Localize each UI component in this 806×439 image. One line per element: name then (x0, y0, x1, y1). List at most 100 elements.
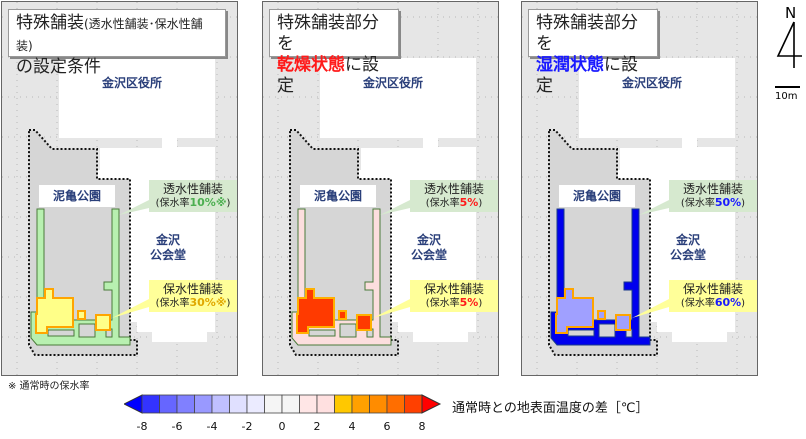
hall-label: 金沢 (417, 233, 442, 247)
callout-pointer (632, 299, 669, 318)
callout-pointer (639, 200, 669, 215)
title-suffix: に設定 (536, 55, 638, 96)
hall-label: 金沢 (156, 233, 181, 247)
retentive-name: 保水性舗装 (423, 282, 484, 296)
retentive-paving (296, 288, 335, 334)
title-line1: 特殊舗装部分を (277, 13, 379, 54)
retentive-name: 保水性舗装 (682, 282, 743, 296)
retentive-paving (35, 288, 74, 334)
color-cell (334, 394, 353, 414)
building-area (59, 58, 215, 342)
park-label: 泥亀公園 (39, 185, 115, 207)
rate-suffix: ) (226, 198, 231, 209)
callout-pointer (112, 299, 149, 318)
tick-label: -6 (171, 420, 183, 433)
retentive-name: 保水性舗装 (162, 282, 223, 296)
color-cell (159, 394, 178, 414)
office-label: 金沢区役所 (102, 76, 163, 90)
building-area (320, 58, 476, 342)
retentive-paving (555, 288, 594, 334)
color-cell (299, 394, 318, 414)
color-cell (281, 394, 300, 414)
tick-label: -4 (206, 420, 218, 433)
tick-label: -8 (136, 420, 148, 433)
permeable-callout: 透水性舗装(保水率5%) (410, 180, 498, 212)
rate-value: 10%※ (189, 196, 227, 209)
office-label: 金沢区役所 (363, 76, 424, 90)
office-label: 金沢区役所 (622, 76, 683, 90)
panel-wet: 特殊舗装部分を 湿潤状態に設定 金沢区役所泥亀公園金沢公会堂 透水性舗装 (保水率5… (521, 1, 759, 377)
tick-label: -2 (241, 420, 253, 433)
park-label: 泥亀公園 (559, 185, 635, 207)
retentive-rate: (保水率5%) (410, 296, 498, 311)
tick-label: 6 (383, 420, 391, 433)
title-state: 湿潤状態 (536, 55, 604, 75)
rate-suffix: ) (478, 298, 483, 309)
permeable-callout: 透水性舗装(保水率10%※) (149, 180, 237, 212)
color-cell (264, 394, 283, 414)
rate-value: 5% (459, 296, 479, 309)
hall-label: 金沢 (676, 233, 701, 247)
callout-pointer (119, 200, 149, 215)
panel-title: 特殊舗装部分を 湿潤状態に設定 (528, 9, 658, 96)
permeable-name: 透水性舗装 (423, 182, 484, 196)
permeable-rate: (保水率10%※) (149, 196, 237, 211)
rate-prefix: (保水率 (425, 298, 460, 309)
permeable-name: 透水性舗装 (682, 182, 743, 196)
title-state: 乾燥状態 (277, 55, 345, 75)
retentive-rate: (保水率60%) (669, 296, 757, 311)
rate-prefix: (保水率 (680, 198, 715, 209)
retentive-paving (615, 314, 631, 331)
rate-prefix: (保水率 (155, 298, 190, 309)
rate-value: 5% (459, 196, 479, 209)
title-sub: (透水性舗装･保水性舗装) (16, 17, 203, 53)
retentive-callout: 保水性舗装(保水率30%※) (149, 280, 237, 312)
color-cell (386, 394, 405, 414)
color-cell (176, 394, 195, 414)
legend-title: 通常時との地表面温度の差［℃］ (452, 401, 649, 416)
color-cell (404, 394, 423, 414)
color-cell (246, 394, 265, 414)
hall-label: 公会堂 (150, 248, 187, 262)
panel-conditions: 特殊舗装(透水性舗装･保水性舗装) の設定条件 金沢区役所泥亀公園金沢公会堂 透水… (1, 1, 239, 377)
over-arrow (421, 394, 442, 414)
rate-value: 50% (714, 196, 742, 209)
retentive-paving (356, 314, 372, 331)
building-area (579, 58, 735, 342)
title-main: 特殊舗装 (16, 13, 84, 33)
park-label: 泥亀公園 (300, 185, 376, 207)
rate-value: 60% (714, 296, 742, 309)
footnote: ※ 通常時の保水率 (8, 381, 90, 392)
tick-label: 0 (278, 420, 286, 433)
retentive-callout: 保水性舗装(保水率5%) (410, 280, 498, 312)
retentive-callout: 保水性舗装(保水率60%) (669, 280, 757, 312)
color-cell (351, 394, 370, 414)
color-scale (124, 394, 442, 414)
rate-suffix: ) (478, 198, 483, 209)
permeable-callout: 透水性舗装(保水率50%) (669, 180, 757, 212)
under-arrow (124, 394, 143, 414)
scale-label: 10m (775, 91, 798, 102)
tick-label: 2 (313, 420, 321, 433)
tick-label: 4 (348, 420, 356, 433)
color-cell (194, 394, 213, 414)
retentive-rate: (保水率30%※) (149, 296, 237, 311)
color-cell (229, 394, 248, 414)
permeable-rate: (保水率5%) (410, 196, 498, 211)
panel-title: 特殊舗装部分を 乾燥状態に設定 (269, 9, 399, 96)
hall-label: 公会堂 (411, 248, 448, 262)
rate-value: 30%※ (189, 296, 227, 309)
retentive-paving (77, 310, 86, 320)
north-arrow-icon (775, 21, 802, 88)
hall-label: 公会堂 (670, 248, 707, 262)
rate-prefix: (保水率 (425, 198, 460, 209)
color-cell (211, 394, 230, 414)
callout-pointer (373, 299, 410, 318)
permeable-paving (297, 208, 306, 313)
permeable-paving (36, 208, 45, 313)
retentive-paving (95, 314, 111, 331)
panel-title: 特殊舗装(透水性舗装･保水性舗装) の設定条件 (8, 9, 226, 77)
permeable-paving (556, 208, 565, 313)
color-cell (316, 394, 335, 414)
north-label: N (785, 4, 797, 22)
